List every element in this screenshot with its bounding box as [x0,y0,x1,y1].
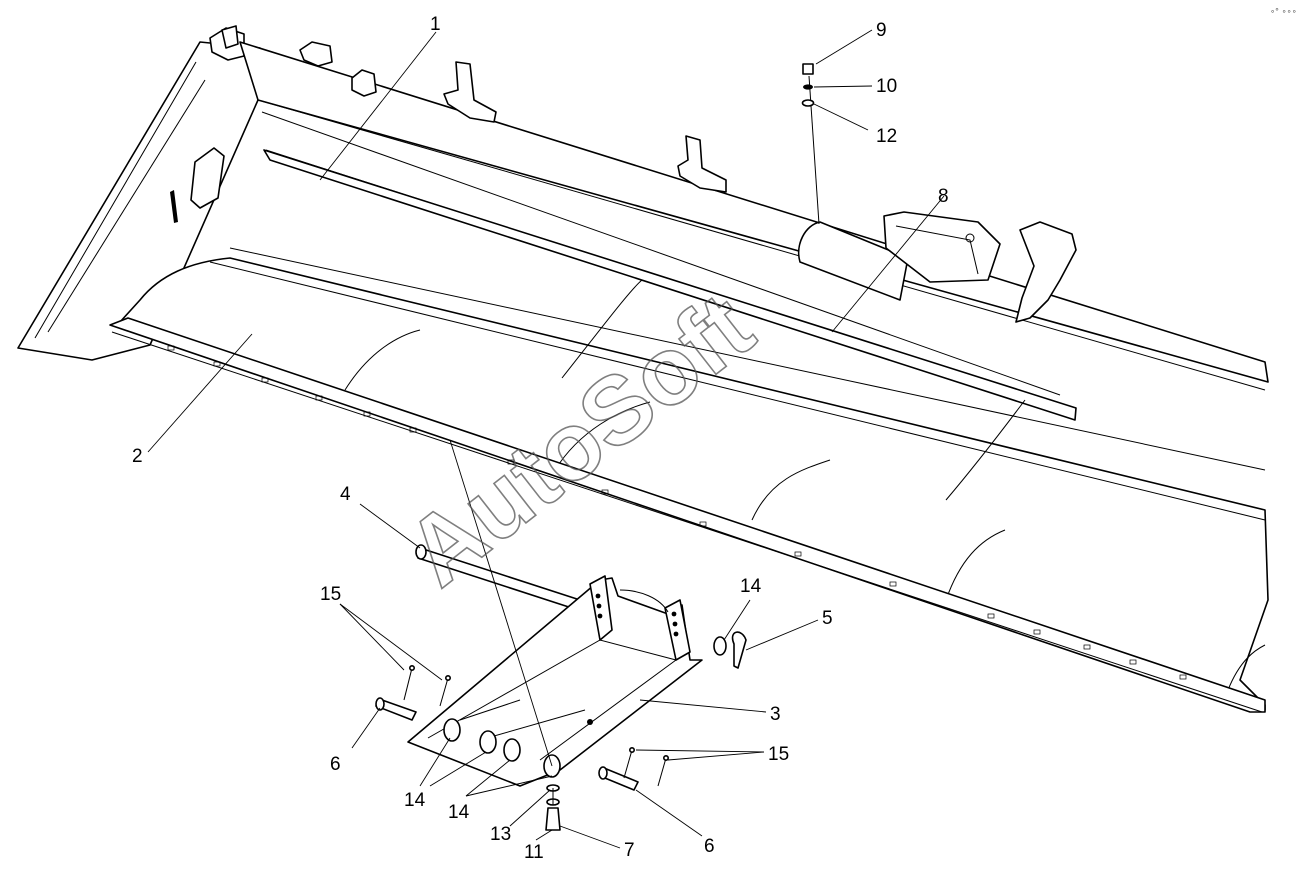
callout-7: 7 [624,840,635,861]
callout-6-right: 6 [704,836,715,857]
callout-13: 13 [490,824,511,845]
cradle-part-3 [407,575,703,787]
callout-9: 9 [876,20,887,41]
corner-mark: ∘° ∘∘∘ [1270,7,1297,16]
clip-part-5 [713,631,747,669]
callout-6-left: 6 [330,754,341,775]
callout-10: 10 [876,76,897,97]
bolts-part-15 [403,664,669,787]
callout-1: 1 [430,14,441,35]
pin-part-6-right [598,766,639,791]
callout-labels: 1 2 3 4 5 6 6 7 8 9 10 11 12 13 14 14 14… [132,14,949,863]
callout-12: 12 [876,126,897,147]
callout-15-right: 15 [768,744,789,765]
callout-5: 5 [822,608,833,629]
fastener-stack-top [801,63,815,107]
bolt-stack-bottom [545,784,561,831]
callout-14-left-b: 14 [448,802,470,823]
callout-14-right: 14 [740,576,762,597]
leader-lines [147,29,945,849]
callout-4: 4 [340,484,351,505]
feeder-housing [17,25,1269,713]
callout-2: 2 [132,446,143,467]
callout-11: 11 [524,842,544,863]
pin-part-6-left [375,697,417,721]
callout-14-left-a: 14 [404,790,426,811]
callout-15-left: 15 [320,584,341,605]
callout-8: 8 [938,186,949,207]
callout-3: 3 [770,704,781,725]
